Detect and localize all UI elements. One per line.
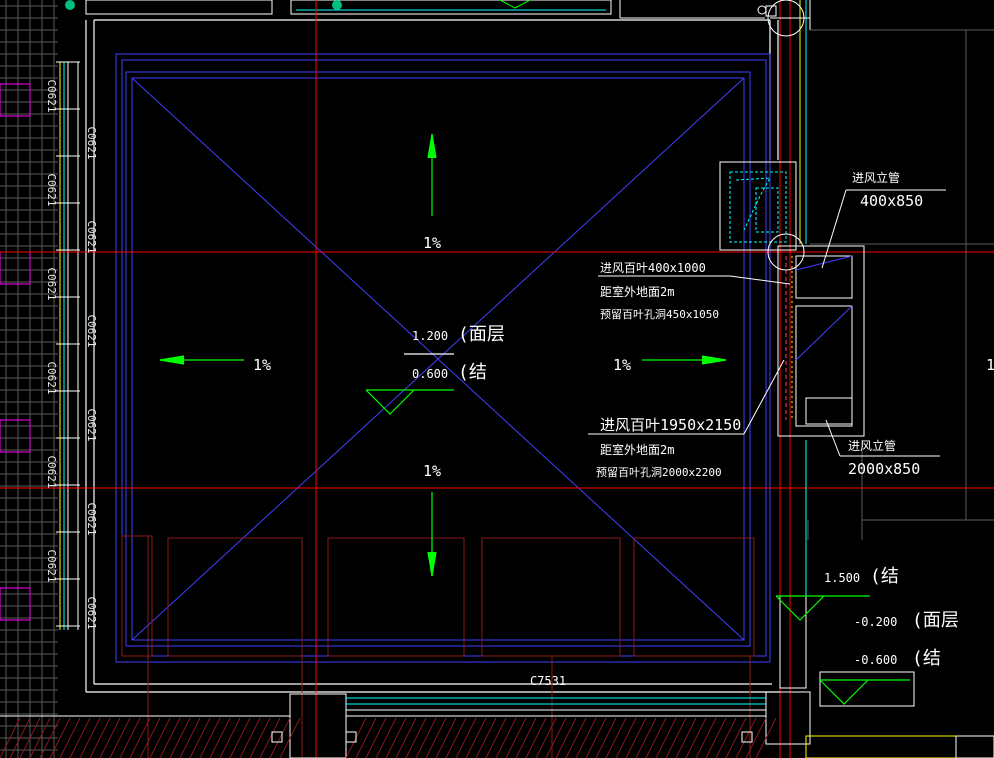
shaft-bottom-title: 进风立管 <box>848 438 896 453</box>
right-side-structures <box>719 0 994 758</box>
window-label-c0621: C0621 <box>85 408 98 441</box>
slope-label-right: 1% <box>613 356 631 374</box>
louver-top-height: 距室外地面2m <box>600 284 674 299</box>
right-elevation-2-tag: (面层 <box>912 610 959 631</box>
left-window-labels: C0621C0621C0621C0621C0621C0621C0621C0621… <box>45 79 98 629</box>
right-elevation-3-tag: (结 <box>912 648 941 669</box>
left-magenta-tiles <box>0 83 31 621</box>
slope-label-up: 1% <box>423 234 441 252</box>
right-elevation-3-value: -0.600 <box>854 653 897 667</box>
window-label-c0621: C0621 <box>85 596 98 629</box>
window-label-c0621: C0621 <box>45 267 58 300</box>
slope-label-left: 1% <box>253 356 271 374</box>
slope-label-down: 1% <box>423 462 441 480</box>
left-grid-pattern <box>0 0 58 758</box>
window-label-c0621: C0621 <box>85 220 98 253</box>
shaft-top-size: 400x850 <box>860 192 923 210</box>
bottom-band <box>0 5 777 758</box>
left-window-column <box>56 61 80 630</box>
window-label-c0621: C0621 <box>45 361 58 394</box>
room-walls <box>85 19 780 693</box>
right-edge-character: 1 <box>986 356 994 374</box>
louver-bottom-title: 进风百叶1950x2150 <box>600 416 741 434</box>
shaft-bottom-size: 2000x850 <box>848 460 920 478</box>
window-label-c0621: C0621 <box>85 126 98 159</box>
elevation-structure-tag: (结 <box>458 362 487 383</box>
slope-arrows <box>159 133 727 577</box>
roof-boundary-lines <box>115 53 771 663</box>
elevation-structure-value: 0.600 <box>412 367 448 381</box>
window-label-c0621: C0621 <box>45 455 58 488</box>
leader-lines <box>588 189 946 457</box>
window-label-c0621: C0621 <box>45 173 58 206</box>
window-label-c0621: C0621 <box>45 549 58 582</box>
louver-bottom-hole: 预留百叶孔洞2000x2200 <box>596 466 722 479</box>
elevation-finish-tag: (面层 <box>458 324 505 345</box>
right-elevation-1-value: 1.500 <box>824 571 860 585</box>
elevation-marker-center <box>365 353 454 415</box>
top-structures <box>65 0 767 19</box>
right-elevation-1-tag: (结 <box>870 566 899 587</box>
elevation-finish-value: 1.200 <box>412 329 448 343</box>
shaft-top-title: 进风立管 <box>852 170 900 185</box>
louver-bottom-height: 距室外地面2m <box>600 442 674 457</box>
elevation-markers-right <box>775 595 910 705</box>
window-label-c0621: C0621 <box>45 79 58 112</box>
louver-top-hole: 预留百叶孔洞450x1050 <box>600 308 719 321</box>
window-label-c7531: C7531 <box>530 674 566 688</box>
louver-top-title: 进风百叶400x1000 <box>600 261 706 275</box>
window-label-c0621: C0621 <box>85 502 98 535</box>
window-label-c0621: C0621 <box>85 314 98 347</box>
right-elevation-2-value: -0.200 <box>854 615 897 629</box>
